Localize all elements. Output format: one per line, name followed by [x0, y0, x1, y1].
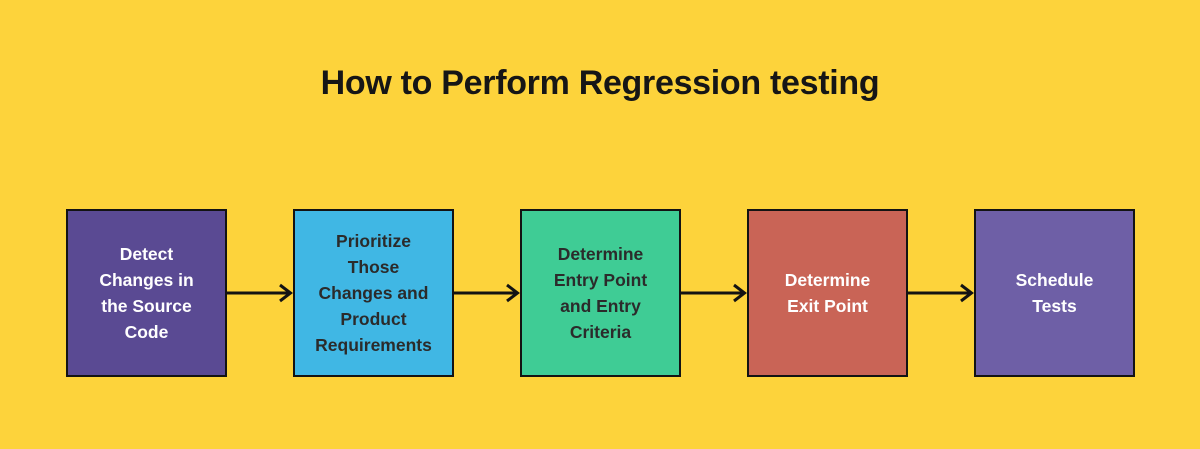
- page-title: How to Perform Regression testing: [320, 64, 880, 102]
- step-box-entry-point: Determine Entry Point and Entry Criteria: [520, 209, 681, 377]
- step-label: Determine Entry Point and Entry Criteria: [553, 244, 648, 342]
- flowchart: Detect Changes in the Source Code Priori…: [66, 209, 1135, 377]
- flow-arrow-2: [454, 283, 520, 303]
- flow-arrow-3: [681, 283, 747, 303]
- flow-arrow-4: [908, 283, 974, 303]
- flow-arrow-1: [227, 283, 293, 303]
- step-box-prioritize-changes: Prioritize Those Changes and Product Req…: [293, 209, 454, 377]
- step-box-exit-point: Determine Exit Point: [747, 209, 908, 377]
- step-label: Determine Exit Point: [784, 270, 871, 316]
- step-box-schedule-tests: Schedule Tests: [974, 209, 1135, 377]
- step-label: Detect Changes in the Source Code: [99, 244, 194, 342]
- step-label: Schedule Tests: [1015, 270, 1094, 316]
- step-box-detect-changes: Detect Changes in the Source Code: [66, 209, 227, 377]
- step-label: Prioritize Those Changes and Product Req…: [315, 231, 432, 355]
